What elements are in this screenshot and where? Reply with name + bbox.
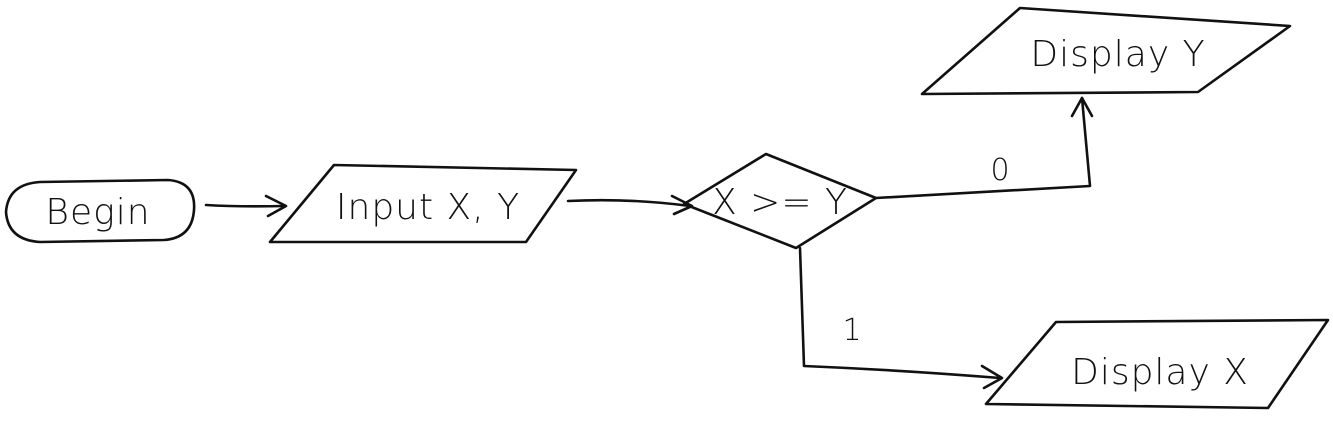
edge-label-zero: 0	[990, 153, 1009, 188]
arrowhead-icon	[264, 194, 288, 218]
display-y-node: Display Y	[920, 6, 1292, 96]
display-y-shape	[920, 6, 1292, 96]
decision-label: X >= Y	[712, 182, 848, 223]
display-y-label: Display Y	[1030, 34, 1205, 75]
display-x-shape	[984, 318, 1330, 410]
edge-decision-to-display-y: 0	[874, 96, 1094, 200]
edge-input-to-decision	[566, 194, 694, 216]
display-x-node: Display X	[984, 318, 1330, 410]
input-node: Input X, Y	[268, 163, 578, 244]
edge-begin-to-input	[204, 194, 288, 218]
begin-label: Begin	[45, 192, 150, 233]
decision-node: X >= Y	[682, 152, 878, 250]
edge-label-one: 1	[842, 313, 861, 348]
begin-node: Begin	[4, 178, 196, 244]
edge-line	[798, 246, 1002, 380]
edge-line	[874, 96, 1092, 200]
input-label: Input X, Y	[336, 187, 520, 228]
display-x-label: Display X	[1071, 352, 1249, 393]
arrowhead-icon	[1070, 96, 1094, 118]
edge-line	[566, 198, 692, 208]
arrowhead-icon	[980, 364, 1004, 390]
edge-decision-to-display-x: 1	[798, 246, 1004, 390]
input-shape	[268, 163, 578, 244]
begin-shape	[4, 178, 196, 244]
edge-line	[204, 203, 286, 208]
